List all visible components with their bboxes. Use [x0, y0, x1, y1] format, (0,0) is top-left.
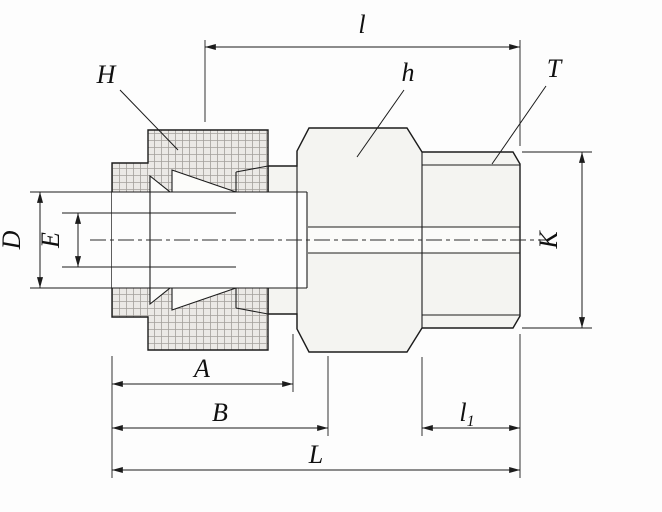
dimension-label-L: L: [308, 440, 323, 469]
dimension-l1: l1: [422, 398, 520, 432]
part-label-leader-lines: [119, 85, 547, 165]
part-label-nut: H: [96, 60, 117, 89]
dimension-label-A: A: [192, 354, 210, 383]
part-label-thread: T: [547, 54, 563, 83]
dimension-K: K: [534, 152, 586, 328]
dimension-label-l1-base: l: [459, 398, 466, 427]
dimension-label-l1: l1: [459, 398, 474, 430]
dimension-label-E: E: [36, 232, 65, 249]
dimension-extension-lines: [111, 40, 592, 478]
back-ferrule-bottom: [149, 287, 172, 306]
dimension-A: A: [112, 354, 293, 388]
dimension-label-K: K: [534, 230, 563, 250]
dimension-l: l: [205, 10, 520, 51]
front-ferrule-bottom: [171, 287, 237, 311]
dimension-label-D: D: [0, 230, 26, 250]
dimension-D: D: [0, 192, 44, 288]
dimension-label-B: B: [212, 398, 228, 427]
dimension-L: L: [112, 440, 520, 474]
back-ferrule-top: [149, 174, 172, 193]
dimension-label-l: l: [358, 10, 365, 39]
fitting-section-view: [30, 127, 550, 353]
dimension-E: E: [36, 213, 82, 267]
dimension-B: B: [112, 398, 328, 432]
front-ferrule-top: [171, 169, 237, 193]
part-label-hex: h: [402, 58, 415, 87]
dimension-label-l1-subscript: 1: [467, 413, 475, 430]
part-callouts: H h T: [96, 54, 563, 165]
